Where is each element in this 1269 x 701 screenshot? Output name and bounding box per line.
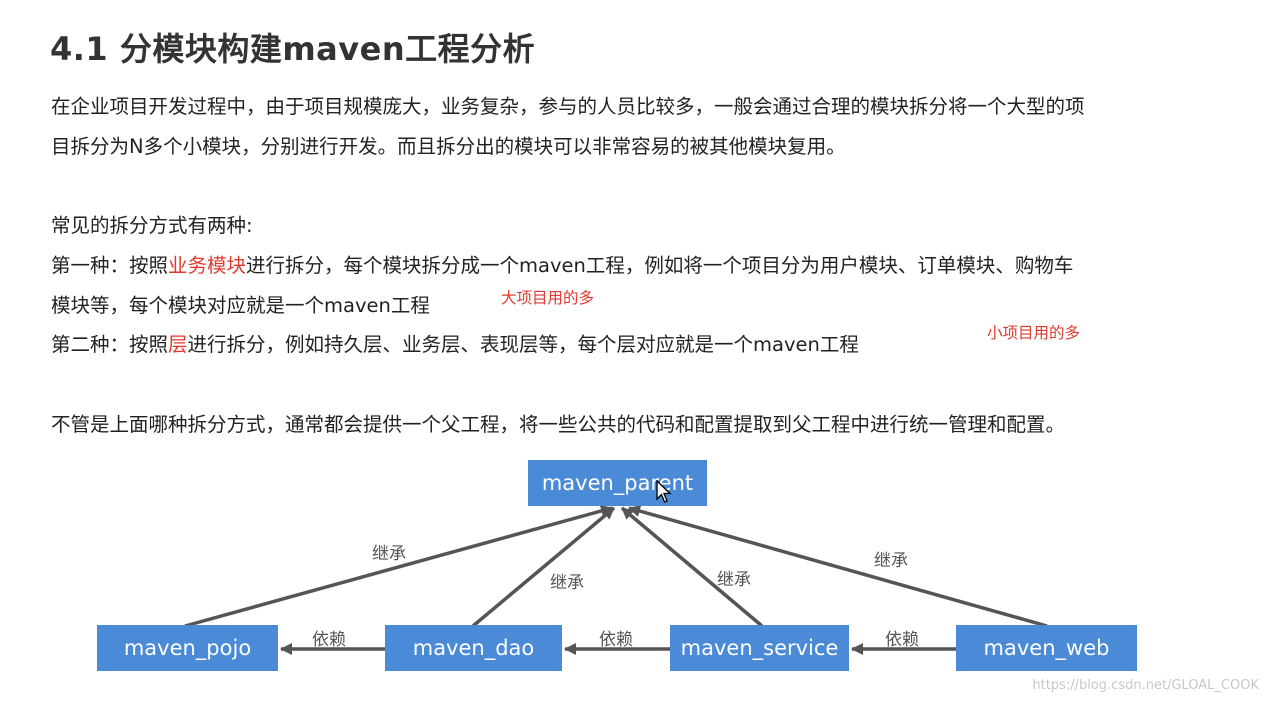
method-first-prefix: 第一种：按照 [51, 254, 169, 277]
mouse-pointer-icon [656, 480, 672, 503]
method-second-note: 小项目用的多 [987, 324, 1081, 342]
inherit-label-dao: 继承 [550, 573, 584, 593]
method-second-suffix: 进行拆分，例如持久层、业务层、表现层等，每个层对应就是一个maven工程 [187, 333, 859, 356]
box-maven-parent: maven_parent [528, 460, 707, 506]
box-maven-pojo: maven_pojo [97, 625, 278, 671]
inherit-arrow-pojo [184, 505, 613, 628]
box-maven-dao: maven_dao [385, 625, 562, 671]
method-first-suffix: 进行拆分，每个模块拆分成一个maven工程，例如将一个项目分为用户模块、订单模块… [246, 254, 1074, 277]
depend-label-dao-pojo: 依赖 [312, 630, 346, 650]
summary-line: 不管是上面哪种拆分方式，通常都会提供一个父工程，将一些公共的代码和配置提取到父工… [51, 413, 1066, 436]
watermark: https://blog.csdn.net/GLOAL_COOK [1032, 678, 1259, 693]
intro-line-2: 目拆分为N多个小模块，分别进行开发。而且拆分出的模块可以非常容易的被其他模块复用… [51, 135, 846, 158]
method-first-line-2: 模块等，每个模块对应就是一个maven工程 [51, 294, 430, 317]
intro-line-1: 在企业项目开发过程中，由于项目规模庞大，业务复杂，参与的人员比较多，一般会通过合… [51, 95, 1085, 118]
inherit-arrow-web [628, 505, 1048, 628]
method-first-line-1: 第一种：按照业务模块进行拆分，每个模块拆分成一个maven工程，例如将一个项目分… [51, 246, 1073, 286]
box-maven-web: maven_web [956, 625, 1137, 671]
method-first-note: 大项目用的多 [501, 289, 595, 307]
inherit-arrow-dao [471, 506, 616, 628]
inherit-label-pojo: 继承 [372, 544, 406, 564]
inherit-label-web: 继承 [874, 551, 908, 571]
method-second-highlight: 层 [168, 333, 188, 356]
method-second-prefix: 第二种：按照 [51, 333, 169, 356]
inherit-label-service: 继承 [717, 570, 751, 590]
method-second-line: 第二种：按照层进行拆分，例如持久层、业务层、表现层等，每个层对应就是一个mave… [51, 325, 859, 365]
depend-label-service-dao: 依赖 [599, 630, 633, 650]
depend-label-web-service: 依赖 [885, 630, 919, 650]
inherit-arrow-service [620, 506, 764, 628]
methods-heading: 常见的拆分方式有两种: [51, 214, 253, 237]
page-title: 4.1 分模块构建maven工程分析 [50, 30, 536, 68]
method-first-highlight: 业务模块 [168, 254, 247, 277]
box-maven-service: maven_service [670, 625, 849, 671]
